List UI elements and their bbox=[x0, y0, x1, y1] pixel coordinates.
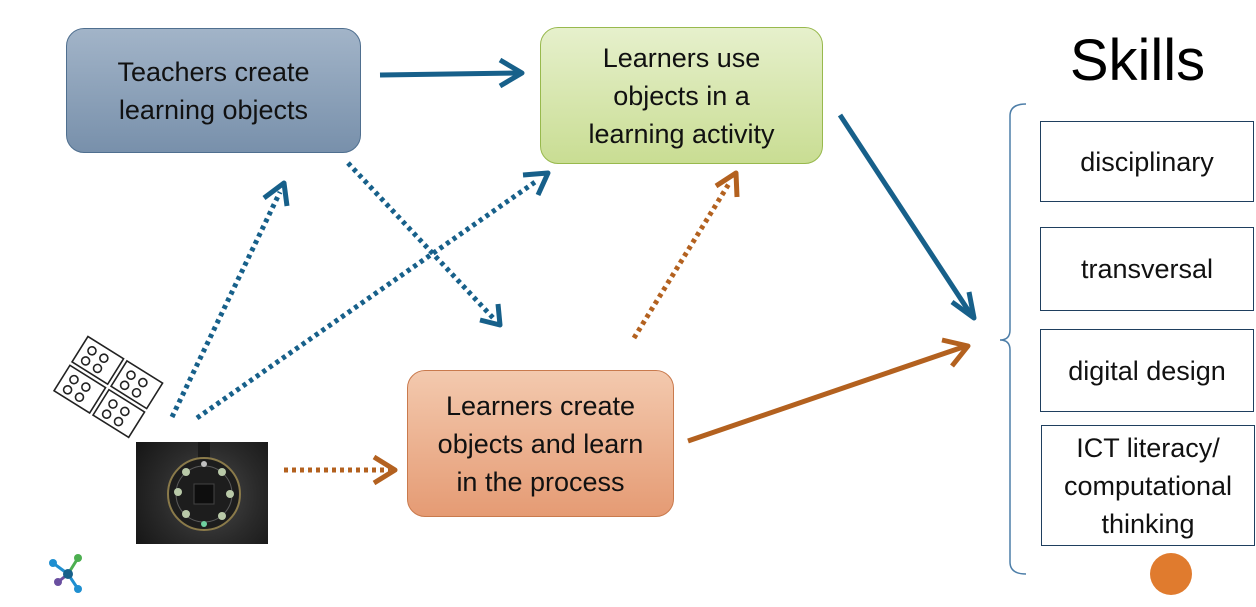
skill-label: digital design bbox=[1068, 355, 1226, 386]
learners-use-label: Learners use objects in a learning activ… bbox=[588, 42, 775, 149]
teachers-create-box: Teachers create learning objects bbox=[66, 28, 361, 153]
learners-use-box: Learners use objects in a learning activ… bbox=[540, 27, 823, 164]
skills-title: Skills bbox=[1069, 28, 1206, 93]
arrow-teachers-to-use bbox=[379, 57, 525, 89]
circuit-board-icon bbox=[167, 442, 241, 531]
arrow-create-to-skills bbox=[687, 337, 971, 444]
skill-label: disciplinary bbox=[1080, 146, 1214, 177]
learners-create-box: Learners create objects and learn in the… bbox=[407, 370, 674, 517]
dotted-arrow-tiles-to-use bbox=[195, 170, 551, 421]
network-logo-icon bbox=[49, 554, 82, 593]
brick-tiles-icon bbox=[52, 335, 164, 439]
dotted-arrow-teachers-to-create bbox=[346, 161, 503, 328]
orange-dot bbox=[1150, 553, 1192, 595]
dotted-arrow-board-to-create bbox=[284, 454, 398, 486]
teachers-create-label: Teachers create learning objects bbox=[117, 56, 310, 125]
skill-transversal: transversal bbox=[1040, 227, 1254, 311]
skill-digital-design: digital design bbox=[1040, 329, 1254, 412]
dotted-arrow-tiles-to-teachers bbox=[169, 180, 290, 419]
dotted-arrow-create-to-use bbox=[631, 170, 740, 340]
skill-label: transversal bbox=[1080, 254, 1214, 284]
arrow-use-to-skills bbox=[837, 113, 977, 321]
skill-label: ICT literacy/ computational thinking bbox=[1063, 432, 1233, 539]
skills-brace bbox=[999, 103, 1027, 575]
skill-ict-literacy: ICT literacy/ computational thinking bbox=[1041, 425, 1255, 546]
skill-disciplinary: disciplinary bbox=[1040, 121, 1254, 202]
circuit-board-photo bbox=[136, 442, 268, 544]
learners-create-label: Learners create objects and learn in the… bbox=[437, 390, 644, 497]
